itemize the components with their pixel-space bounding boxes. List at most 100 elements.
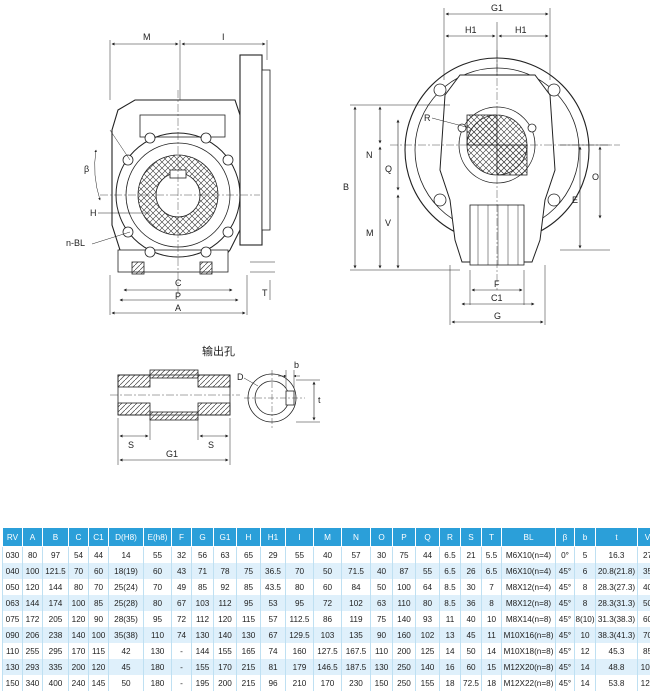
column-header: G1: [214, 528, 237, 547]
table-cell: 7: [482, 579, 502, 595]
table-cell: M12X22(n=8): [502, 675, 556, 691]
table-cell: M6X10(n=4): [502, 547, 556, 564]
table-cell: 55: [286, 547, 314, 564]
table-cell: 40: [461, 611, 482, 627]
table-cell: 40: [314, 547, 342, 564]
table-cell: 040: [3, 563, 23, 579]
table-cell: 45°: [556, 675, 575, 691]
table-cell: 14: [575, 659, 596, 675]
table-cell: 72.5: [461, 675, 482, 691]
table-cell: 121.5: [43, 563, 69, 579]
table-cell: 112: [214, 595, 237, 611]
table-cell: 340: [23, 675, 43, 691]
technical-drawing: M I β H n-BL C P A T: [0, 0, 650, 520]
table-cell: 21: [461, 547, 482, 564]
column-header: t: [596, 528, 638, 547]
table-cell: 160: [286, 643, 314, 659]
table-cell: 140: [393, 611, 416, 627]
table-cell: 129.5: [286, 627, 314, 643]
dim-label-g1: G1: [491, 3, 503, 13]
table-cell: 130: [237, 627, 261, 643]
dim-label-p: P: [175, 291, 181, 301]
table-cell: 70: [286, 563, 314, 579]
table-cell: 120: [89, 659, 109, 675]
table-cell: 45°: [556, 595, 575, 611]
table-cell: 100: [23, 563, 43, 579]
table-cell: 174: [43, 595, 69, 611]
table-cell: 45°: [556, 643, 575, 659]
table-cell: 63: [371, 595, 393, 611]
dim-label-h1-left: H1: [465, 25, 477, 35]
table-cell: 075: [3, 611, 23, 627]
table-cell: 293: [23, 659, 43, 675]
table-cell: 40: [371, 563, 393, 579]
table-cell: 60: [638, 611, 650, 627]
table-cell: 16: [440, 659, 461, 675]
table-cell: 155: [214, 643, 237, 659]
table-cell: 80: [286, 579, 314, 595]
table-cell: 144: [23, 595, 43, 611]
table-cell: 81: [261, 659, 286, 675]
table-cell: 72: [314, 595, 342, 611]
table-cell: 60: [461, 659, 482, 675]
column-header: G: [192, 528, 214, 547]
table-cell: 67: [172, 595, 192, 611]
table-cell: 45°: [556, 659, 575, 675]
column-header: B: [43, 528, 69, 547]
table-cell: 16.3: [596, 547, 638, 564]
table-cell: 36: [461, 595, 482, 611]
column-header: M: [314, 528, 342, 547]
table-cell: 70: [89, 579, 109, 595]
table-cell: 120: [638, 675, 650, 691]
table-cell: 53.8: [596, 675, 638, 691]
column-header: T: [482, 528, 502, 547]
column-header: β: [556, 528, 575, 547]
table-cell: 53: [261, 595, 286, 611]
table-cell: 127.5: [314, 643, 342, 659]
table-cell: 050: [3, 579, 23, 595]
table-cell: 250: [393, 675, 416, 691]
column-header: O: [371, 528, 393, 547]
dim-label-c: C: [175, 278, 182, 288]
column-header: F: [172, 528, 192, 547]
table-cell: 31.3(38.3): [596, 611, 638, 627]
dim-label-g1-hole: G1: [166, 449, 178, 459]
table-cell: 75: [371, 611, 393, 627]
table-cell: 14: [575, 675, 596, 691]
table-cell: 80: [144, 595, 172, 611]
column-header: C: [69, 528, 89, 547]
table-cell: -: [172, 643, 192, 659]
table-cell: 119: [342, 611, 371, 627]
table-cell: -: [172, 659, 192, 675]
table-cell: 200: [69, 659, 89, 675]
column-header: E(h8): [144, 528, 172, 547]
table-cell: 205: [43, 611, 69, 627]
table-cell: 8: [482, 595, 502, 611]
table-cell: 210: [286, 675, 314, 691]
dim-label-r: R: [424, 113, 431, 123]
table-cell: 130: [144, 643, 172, 659]
table-cell: 70: [69, 563, 89, 579]
table-cell: 14: [482, 643, 502, 659]
table-cell: 167.5: [342, 643, 371, 659]
dim-label-o: O: [592, 172, 599, 182]
table-cell: 36.5: [261, 563, 286, 579]
output-hole-title: 输出孔: [202, 344, 235, 358]
table-cell: 179: [286, 659, 314, 675]
table-cell: 170: [69, 643, 89, 659]
table-cell: 144: [192, 643, 214, 659]
table-cell: 6.5: [440, 547, 461, 564]
column-header: A: [23, 528, 43, 547]
table-cell: 25(24): [109, 579, 144, 595]
table-cell: 110: [371, 643, 393, 659]
dim-label-g: G: [494, 311, 501, 321]
table-cell: 14: [440, 643, 461, 659]
column-header: V: [638, 528, 650, 547]
table-cell: 5.5: [482, 547, 502, 564]
table-cell: 74: [172, 627, 192, 643]
table-cell: 85: [89, 595, 109, 611]
